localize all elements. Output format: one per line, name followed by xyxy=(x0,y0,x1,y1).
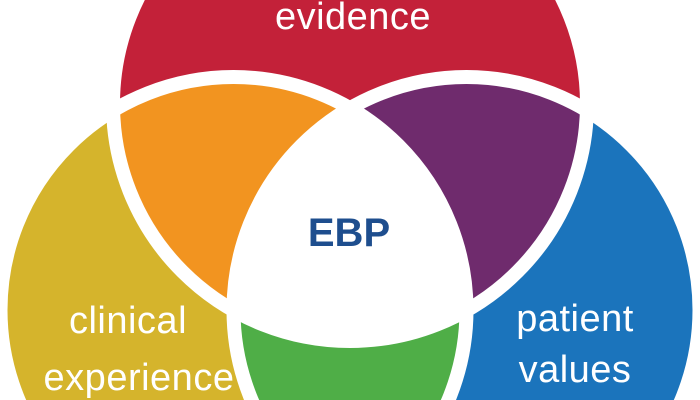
center-ebp-region xyxy=(233,77,467,341)
patient-values-label-line2: values xyxy=(519,349,632,391)
ebp-center-label: EBP xyxy=(308,211,390,255)
evidence-label: evidence xyxy=(275,0,431,38)
clinical-experience-ring xyxy=(0,70,474,400)
patient-values-label-line1: patient xyxy=(516,298,634,340)
clinical-experience-label-line1: clinical xyxy=(69,300,187,342)
clinical-experience-label-line2: experience xyxy=(44,357,235,399)
